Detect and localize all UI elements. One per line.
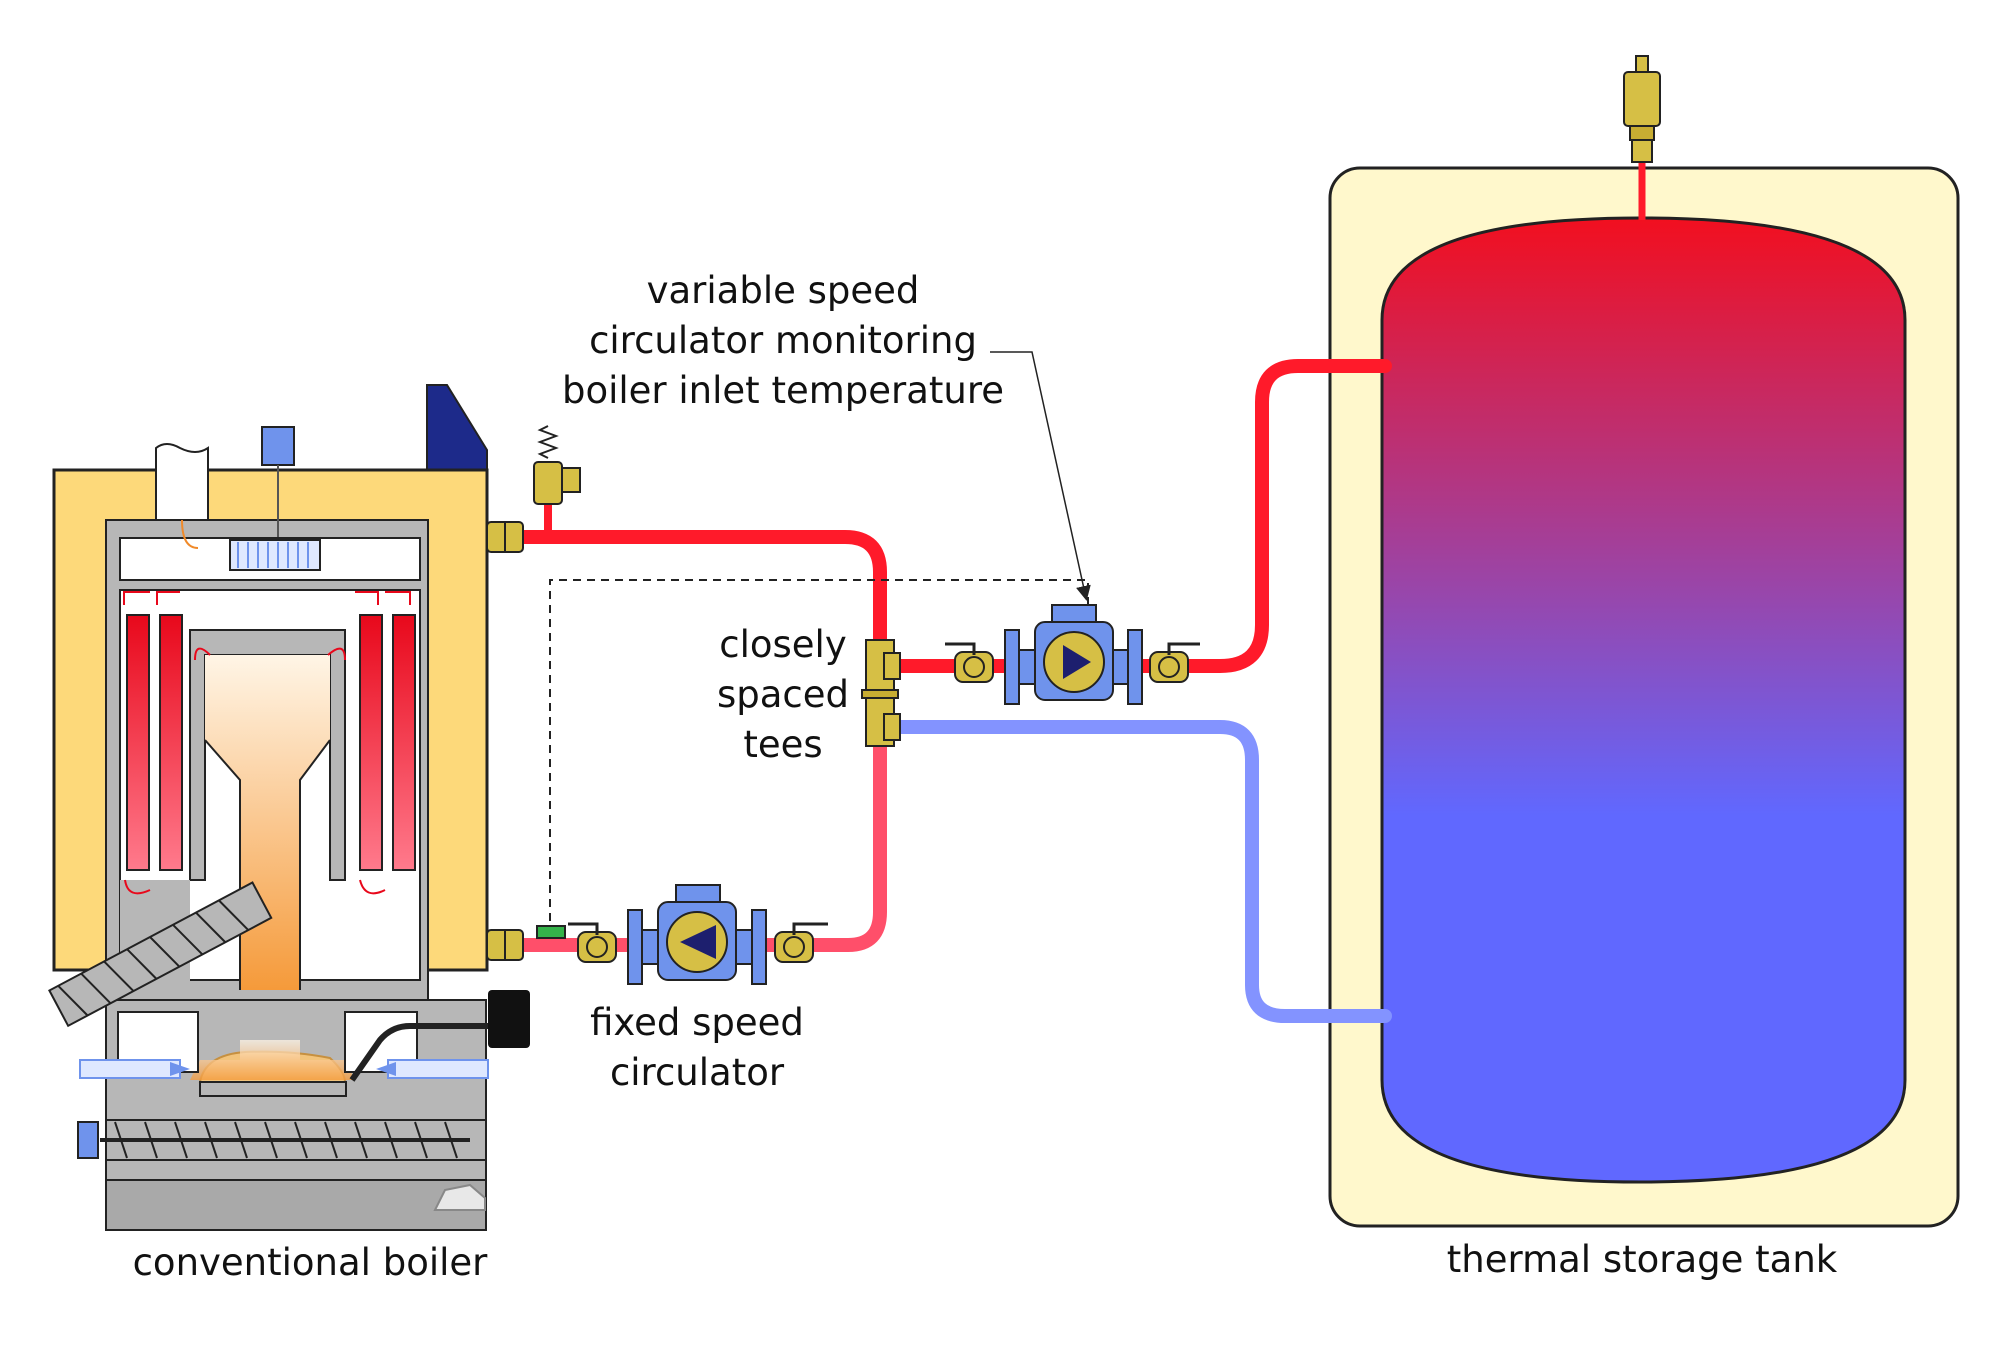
boiler-return-fitting	[486, 929, 524, 961]
gas-flow-arrows	[123, 591, 411, 895]
tank-return-pipe	[888, 720, 1392, 1023]
boiler-control-box	[426, 384, 488, 471]
label-conventional-boiler: conventional boiler	[133, 1241, 489, 1284]
leader-line	[990, 351, 1091, 601]
label-thermal-storage-tank: thermal storage tank	[1447, 1238, 1838, 1281]
variable-speed-circulator	[945, 604, 1200, 705]
ash-auger	[77, 1119, 487, 1161]
heat-exchanger-tube	[126, 614, 150, 871]
boiler-supply-fitting	[486, 521, 524, 553]
ball-valve-icon	[568, 922, 617, 963]
ash-pile	[433, 1183, 486, 1211]
label-variable-speed-2: circulator monitoring	[589, 319, 977, 362]
label-fixed-speed: fixed speed	[590, 1001, 804, 1044]
boiler-return-pipe	[793, 738, 887, 952]
fuel-feed-auger	[48, 881, 273, 1028]
labels: variable speed circulator monitoring boi…	[133, 269, 1838, 1284]
fixed-speed-circulator	[568, 884, 828, 985]
ball-valve-icon	[945, 642, 994, 683]
flue-pipe	[155, 443, 209, 521]
ball-valve-icon	[774, 922, 828, 963]
conventional-boiler	[48, 384, 530, 1231]
label-circulator: circulator	[610, 1051, 785, 1094]
sensor-wire	[549, 579, 1089, 935]
heat-exchanger-tube	[392, 614, 416, 871]
closely-spaced-tees	[861, 639, 901, 747]
heat-exchanger-tube	[159, 614, 183, 871]
label-spaced: spaced	[717, 673, 849, 716]
label-tees: tees	[743, 723, 822, 766]
tank-supply-pipe	[888, 359, 1392, 673]
blower-fan	[229, 539, 321, 571]
temperature-sensor	[536, 925, 566, 939]
ball-valve-icon	[1149, 642, 1200, 683]
pressure-relief-valve-icon	[533, 425, 581, 505]
circulator-pump-icon	[1043, 631, 1105, 693]
combustion-air-arrow	[376, 1059, 489, 1079]
label-closely: closely	[719, 623, 846, 666]
circulator-pump-icon	[666, 911, 728, 973]
blower-motor	[261, 426, 295, 466]
igniter-box	[488, 990, 530, 1048]
thermal-storage-tank	[1328, 55, 1960, 1228]
tank-vessel	[1380, 216, 1907, 1184]
auger-motor	[77, 1121, 99, 1159]
heat-exchanger-tube	[359, 614, 383, 871]
label-variable-speed-3: boiler inlet temperature	[562, 369, 1004, 412]
combustion-air-arrow	[79, 1059, 190, 1079]
air-vent-icon	[1623, 55, 1661, 220]
flame	[205, 655, 330, 990]
label-variable-speed-1: variable speed	[647, 269, 920, 312]
hot-supply-pipe	[498, 530, 887, 647]
